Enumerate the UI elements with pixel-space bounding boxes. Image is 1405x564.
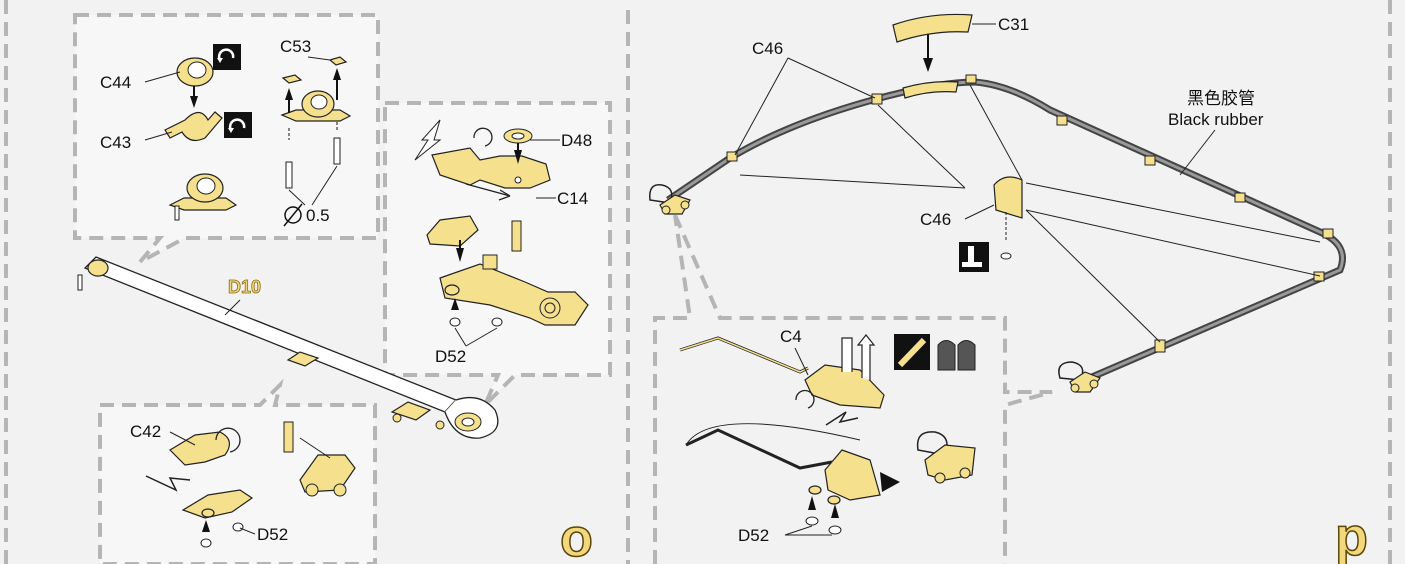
callout-box-hose-mount [653, 214, 1053, 564]
label-c43: C43 [100, 133, 131, 152]
bend-icon [213, 44, 241, 70]
label-hose-en: Black rubber [1168, 110, 1264, 129]
fold-up-icon [841, 334, 876, 380]
wire-diameter: 0.5 [283, 203, 330, 227]
diameter-icon [284, 206, 302, 224]
label-d52-lower: D52 [257, 525, 288, 544]
label-d10: D10 [228, 277, 261, 297]
label-c46-mid: C46 [920, 210, 951, 229]
label-hose-cn: 黑色胶管 [1187, 89, 1255, 109]
hose-mount-finished [916, 431, 976, 484]
label-c53: C53 [280, 37, 311, 56]
fold-arrow-icon [825, 411, 859, 426]
label-wire-size: 0.5 [306, 206, 330, 225]
c46-leaders [734, 57, 1321, 343]
clamp-c42-finished [283, 421, 356, 497]
clamp-c43 [144, 111, 252, 142]
fold-arrow-icon [145, 475, 191, 492]
callout-box-c42 [98, 378, 377, 564]
label-d48: D48 [561, 131, 592, 150]
callout-box-clamps [73, 13, 380, 264]
label-c31: C31 [998, 15, 1029, 34]
hose-end-right [1058, 361, 1101, 393]
panel-o: C44 C43 [73, 13, 612, 564]
part-c31 [892, 13, 996, 99]
bend-icon [224, 112, 252, 138]
label-c44: C44 [100, 73, 131, 92]
hose-clips [726, 74, 1334, 353]
clamp-c53-assembly [280, 56, 352, 206]
bracket-c4 [679, 334, 976, 426]
tow-bar-d10 [77, 256, 499, 439]
label-c4: C4 [780, 327, 802, 346]
step-label-p: p [1335, 507, 1368, 564]
clamp-c42 [145, 427, 256, 548]
hose-end-left [649, 184, 691, 215]
step-label-o: o [560, 508, 593, 564]
label-c42: C42 [130, 422, 161, 441]
panel-p: C31 C46 黑色胶管 Black rubber C46 [649, 13, 1369, 564]
clip-c46-detail [959, 176, 1023, 272]
fold-arrow-icon [414, 119, 442, 161]
label-c46-top: C46 [752, 39, 783, 58]
label-d52-p: D52 [738, 526, 769, 545]
label-d52-upper: D52 [435, 347, 466, 366]
clamp-c44 [144, 44, 241, 108]
bracket-c4-assembled [685, 423, 900, 536]
label-c14: C14 [557, 189, 588, 208]
bracket-c14 [414, 119, 560, 201]
callout-box-bracket [383, 101, 612, 407]
bracket-mount [426, 215, 589, 347]
clamp-finished [168, 173, 238, 221]
panel-borders [4, 0, 1392, 564]
